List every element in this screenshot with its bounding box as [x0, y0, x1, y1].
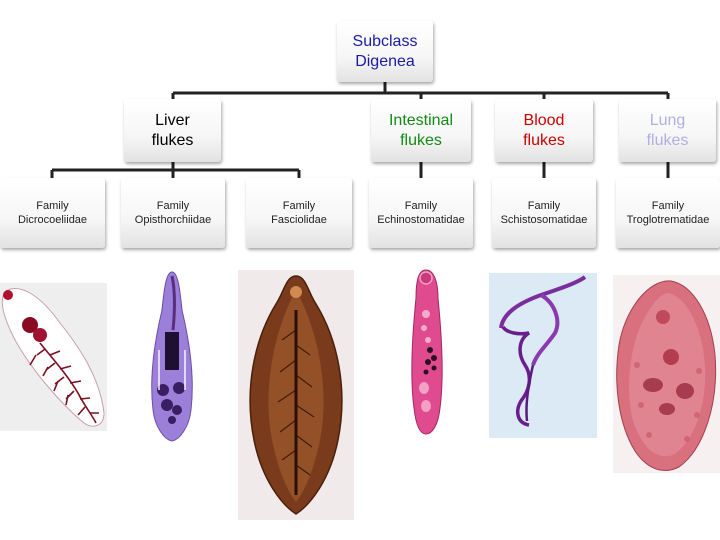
- group-label-liver: Liver flukes: [151, 111, 194, 149]
- group-label-lung: Lung flukes: [646, 111, 689, 149]
- family-label-dicrocoeliidae: Family Dicrocoeliidae: [17, 200, 88, 226]
- opisthorchis-fluke-image: [151, 271, 193, 442]
- fasciola-fluke-image: [238, 270, 354, 520]
- group-node-lung: Lung flukes: [619, 99, 716, 162]
- family-node-schistosomatidae: Family Schistosomatidae: [492, 178, 596, 248]
- paragonimus-fluke-image: [613, 275, 720, 473]
- family-node-dicrocoeliidae: Family Dicrocoeliidae: [0, 178, 105, 248]
- group-label-blood: Blood flukes: [523, 111, 565, 149]
- family-label-echinostomatidae: Family Echinostomatidae: [377, 200, 465, 226]
- family-node-fasciolidae: Family Fasciolidae: [246, 178, 352, 248]
- family-node-opisthorchiidae: Family Opisthorchiidae: [121, 178, 225, 248]
- group-node-liver: Liver flukes: [124, 99, 221, 162]
- family-node-echinostomatidae: Family Echinostomatidae: [369, 178, 473, 248]
- echinostoma-fluke-image: [411, 269, 443, 435]
- root-node: Subclass Digenea: [337, 21, 433, 82]
- family-label-troglotrematidae: Family Troglotrematidae: [626, 200, 710, 226]
- schistosoma-fluke-image: [489, 273, 597, 438]
- group-label-intestinal: Intestinal flukes: [388, 111, 454, 149]
- family-label-fasciolidae: Family Fasciolidae: [271, 200, 327, 226]
- family-label-schistosomatidae: Family Schistosomatidae: [500, 200, 588, 226]
- dicrocoelium-fluke-image: [0, 283, 107, 431]
- family-label-opisthorchiidae: Family Opisthorchiidae: [134, 200, 212, 226]
- group-node-intestinal: Intestinal flukes: [371, 99, 471, 162]
- family-node-troglotrematidae: Family Troglotrematidae: [616, 178, 720, 248]
- group-node-blood: Blood flukes: [495, 99, 593, 162]
- root-label: Subclass Digenea: [352, 32, 418, 70]
